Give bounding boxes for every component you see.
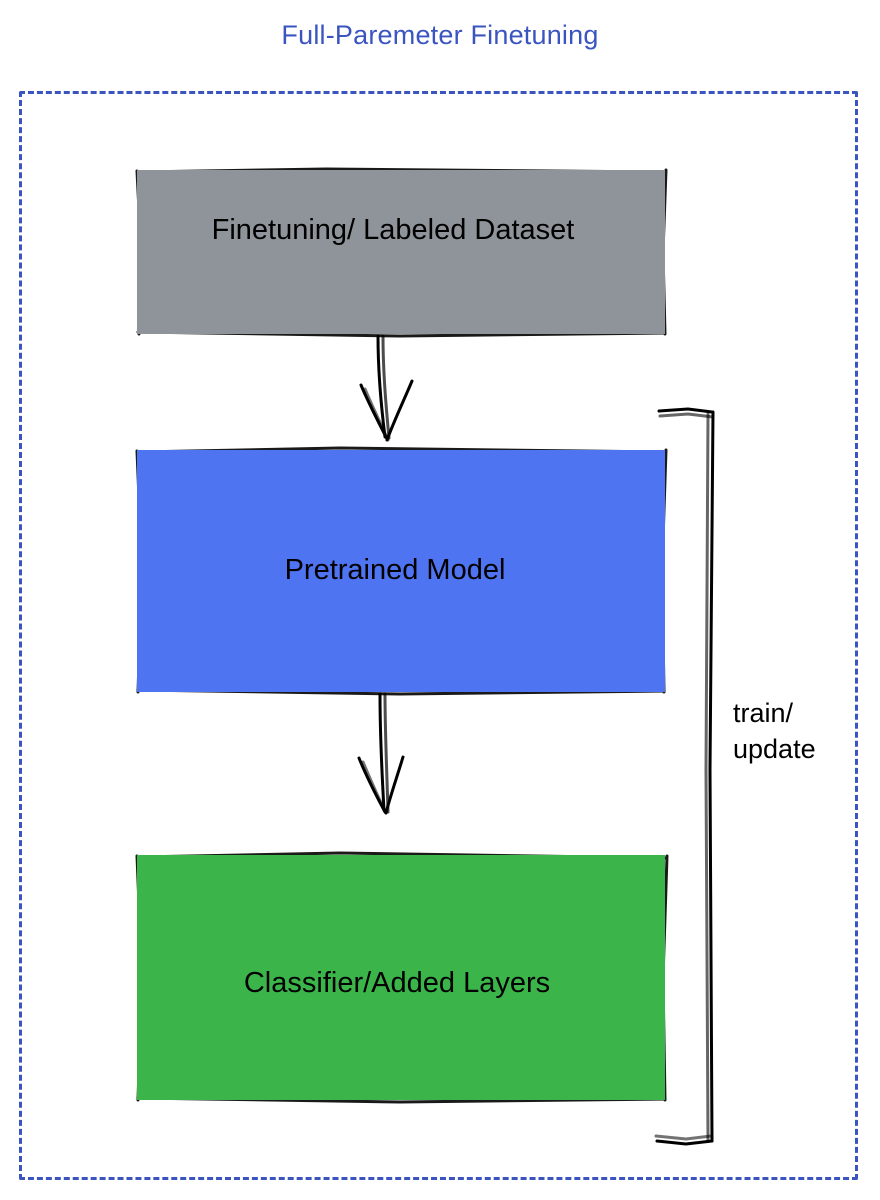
edge-label-line-1: train/ [733, 698, 794, 728]
node-classifier-label: Classifier/Added Layers [243, 967, 551, 999]
arrow-pretrained-to-classifier [357, 692, 405, 815]
edge-label-line-2: update [733, 734, 816, 764]
arrow-dataset-to-pretrained [359, 334, 414, 442]
page-title: Full-Paremeter Finetuning [281, 20, 599, 50]
dashed-container-frame [19, 91, 858, 1180]
edge-label-train-update: train/ update [733, 695, 853, 767]
node-finetuning-labeled-dataset[interactable]: Finetuning/ Labeled Dataset [137, 170, 665, 334]
node-dataset-label: Finetuning/ Labeled Dataset [211, 213, 575, 246]
loop-bracket-classifier-to-pretrained [654, 407, 715, 1146]
node-pretrained-model[interactable]: Pretrained Model [137, 450, 665, 692]
node-classifier-added-layers[interactable]: Classifier/Added Layers [137, 855, 665, 1100]
node-pretrained-label: Pretrained Model [284, 553, 506, 586]
